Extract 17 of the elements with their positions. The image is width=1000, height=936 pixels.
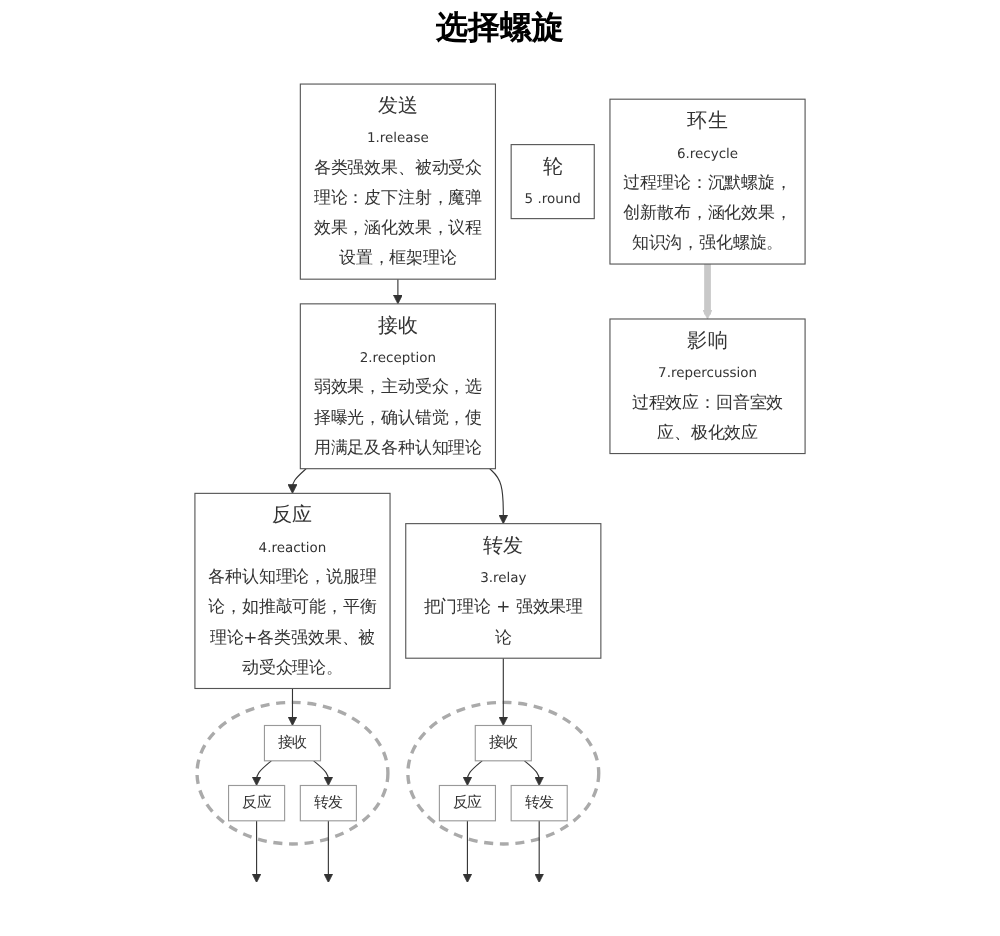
arrow xyxy=(287,468,307,494)
arrow xyxy=(462,820,473,883)
arrow xyxy=(702,264,713,320)
cluster xyxy=(195,700,390,846)
cluster xyxy=(406,700,601,846)
arrow xyxy=(462,760,483,786)
arrow xyxy=(392,278,403,305)
arrow xyxy=(489,468,509,525)
arrow xyxy=(323,820,334,883)
diagram-title: 选择螺旋 xyxy=(434,8,566,50)
arrow xyxy=(287,687,298,726)
arrow xyxy=(498,657,509,726)
arrow xyxy=(313,760,334,786)
arrow xyxy=(251,760,272,786)
arrow xyxy=(523,760,545,786)
arrow xyxy=(251,820,262,883)
arrow xyxy=(534,820,545,883)
